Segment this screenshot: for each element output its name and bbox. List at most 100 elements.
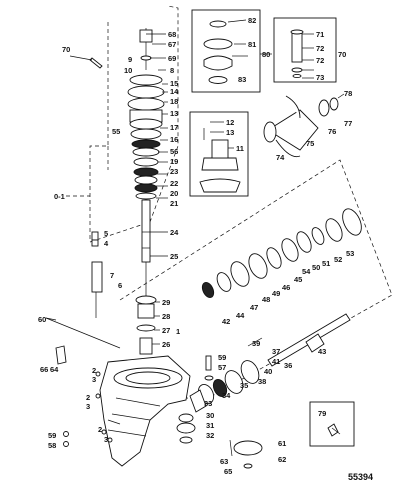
- callout-52: 52: [334, 255, 342, 264]
- callout-75: 75: [306, 139, 314, 148]
- callout-47: 47: [250, 303, 258, 312]
- callout-72-b: 72: [316, 56, 324, 65]
- callout-38: 38: [258, 377, 266, 386]
- callout-39: 39: [252, 339, 260, 348]
- callout-50: 50: [312, 263, 320, 272]
- inset-box-80: [191, 9, 261, 93]
- callout-33: 33: [204, 399, 212, 408]
- callout-58: 58: [48, 441, 56, 450]
- figure-number: 55394: [348, 472, 373, 482]
- misc-parts: [45, 57, 263, 469]
- group-outlines: [66, 5, 393, 401]
- inset-box-11: [189, 111, 249, 197]
- callout-61: 61: [278, 439, 286, 448]
- callout-6: 6: [118, 281, 122, 290]
- inset-box-79: [309, 401, 355, 447]
- callout-15: 15: [170, 79, 178, 88]
- callout-4: 4: [104, 239, 109, 248]
- callout-59-b: 59: [218, 353, 226, 362]
- callout-53: 53: [346, 249, 354, 258]
- callout-76: 76: [328, 127, 336, 136]
- callout-72-a: 72: [316, 44, 324, 53]
- callout-20: 20: [170, 189, 178, 198]
- callout-70-b: 70: [338, 50, 346, 59]
- callout-27: 27: [162, 326, 170, 335]
- callout-80: 80: [262, 50, 270, 59]
- callout-25: 25: [170, 252, 178, 261]
- callout-2-b: 2: [86, 393, 90, 402]
- callout-63: 63: [220, 457, 228, 466]
- callout-3-a: 3: [92, 375, 96, 384]
- callout-46: 46: [282, 283, 290, 292]
- callout-19: 19: [170, 157, 178, 166]
- callout-45: 45: [294, 275, 302, 284]
- callout-36: 36: [284, 361, 292, 370]
- callout-21: 21: [170, 199, 178, 208]
- callout-7: 7: [110, 271, 114, 280]
- callout-5: 5: [104, 229, 108, 238]
- callout-49: 49: [272, 289, 280, 298]
- callout-55: 55: [112, 127, 120, 136]
- callout-77: 77: [344, 119, 352, 128]
- inset-box-70: [273, 17, 337, 83]
- group-label: 0-1: [54, 192, 65, 201]
- callout-12: 12: [226, 118, 234, 127]
- callout-14: 14: [170, 87, 179, 96]
- callout-65: 65: [224, 467, 232, 476]
- callout-71: 71: [316, 30, 324, 39]
- callout-43: 43: [318, 347, 326, 356]
- callout-78: 78: [344, 89, 352, 98]
- callout-79: 79: [318, 409, 326, 418]
- callout-31: 31: [206, 421, 214, 430]
- callout-57: 57: [218, 363, 226, 372]
- propeller-assembly: [263, 93, 345, 158]
- callout-18: 18: [170, 97, 178, 106]
- callout-3-c: 3: [104, 435, 108, 444]
- callout-2-c: 2: [98, 425, 102, 434]
- callout-8: 8: [170, 66, 174, 75]
- callout-34: 34: [222, 391, 231, 400]
- callout-44: 44: [236, 311, 245, 320]
- callout-32: 32: [206, 431, 214, 440]
- callout-56: 56: [170, 147, 178, 156]
- callout-40: 40: [264, 367, 272, 376]
- callout-82: 82: [248, 16, 256, 25]
- callout-60: 60: [38, 315, 46, 324]
- callout-9: 9: [128, 55, 132, 64]
- callout-10: 10: [124, 66, 132, 75]
- callout-59-a: 59: [48, 431, 56, 440]
- callout-2-a: 2: [92, 366, 96, 375]
- callout-62: 62: [278, 455, 286, 464]
- callout-35: 35: [240, 381, 248, 390]
- callout-74: 74: [276, 153, 285, 162]
- callout-41: 41: [272, 357, 280, 366]
- callout-3-b: 3: [86, 402, 90, 411]
- callout-22: 22: [170, 179, 178, 188]
- callout-23: 23: [170, 167, 178, 176]
- callout-67: 67: [168, 40, 176, 49]
- callout-29: 29: [162, 298, 170, 307]
- callout-48: 48: [262, 295, 270, 304]
- callout-1: 1: [176, 327, 180, 336]
- callout-13-b: 13: [226, 128, 234, 137]
- upper-drive-stack: [127, 28, 165, 355]
- callout-labels: 68 67 69 9 10 8 15 14 18 13 17 16 56 19 …: [38, 16, 373, 482]
- leader-lines: [45, 19, 341, 435]
- callout-83: 83: [238, 75, 246, 84]
- callout-69: 69: [168, 54, 176, 63]
- prop-shaft-assembly: [189, 208, 362, 413]
- callout-64: 64: [50, 365, 59, 374]
- callout-28: 28: [162, 312, 170, 321]
- callout-73: 73: [316, 73, 324, 82]
- callout-11: 11: [236, 144, 244, 153]
- callout-42: 42: [222, 317, 230, 326]
- callout-24: 24: [170, 228, 179, 237]
- callout-54: 54: [302, 267, 311, 276]
- callout-13: 13: [170, 109, 178, 118]
- gear-housing: [99, 355, 191, 467]
- callout-16: 16: [170, 135, 178, 144]
- callout-17: 17: [170, 123, 178, 132]
- callout-26: 26: [162, 340, 170, 349]
